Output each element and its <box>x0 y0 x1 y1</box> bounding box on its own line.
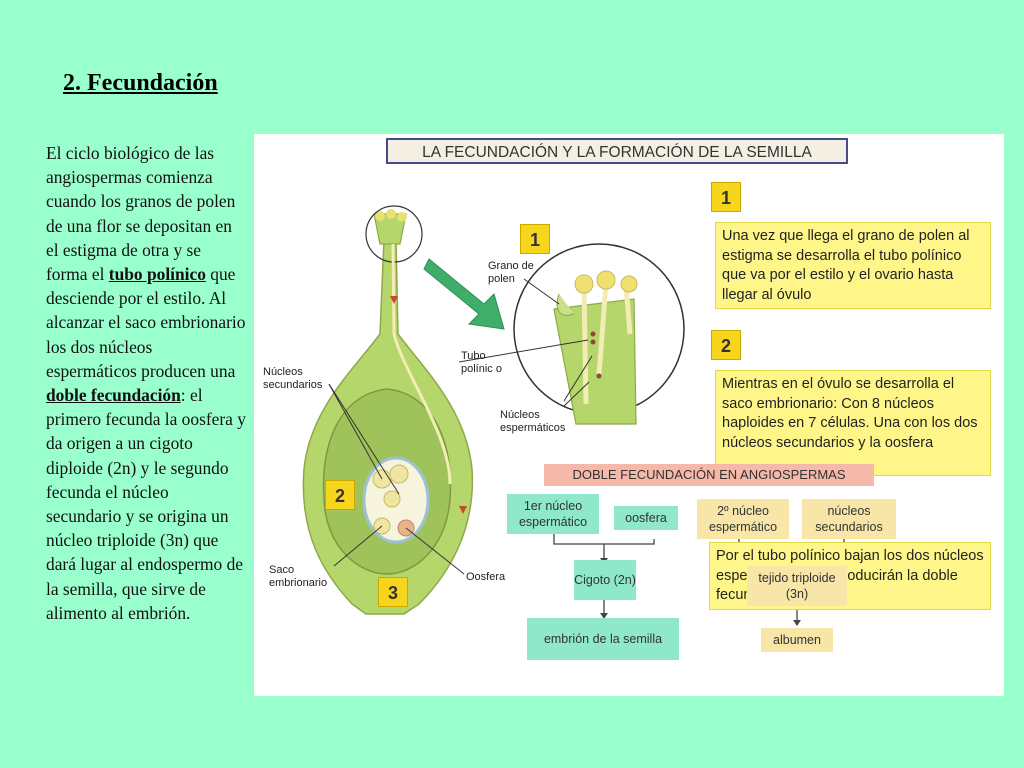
body-paragraph: El ciclo biológico de las angiospermas c… <box>46 141 246 625</box>
step-1-badge-right: 1 <box>711 182 741 212</box>
stigma-shape <box>373 209 407 245</box>
label-tubo-polinico: Tubo polínic o <box>461 350 502 375</box>
flow-oosfera: oosfera <box>614 506 678 530</box>
flow-nucleos-secundarios: núcleos secundarios <box>802 499 896 539</box>
flow-primer-nucleo: 1er núcleo espermático <box>507 494 599 534</box>
figure-title: LA FECUNDACIÓN Y LA FORMACIÓN DE LA SEMI… <box>386 138 848 164</box>
step-3-badge-left: 3 <box>378 577 408 607</box>
term-tubo-polinico: tubo polínico <box>108 264 206 285</box>
page-title: 2. Fecundación <box>63 70 218 96</box>
label-saco-embrionario: Saco embrionario <box>269 564 328 589</box>
zoom-arrow <box>423 258 505 330</box>
label-oosfera: Oosfera <box>466 571 506 583</box>
flow-embrion: embrión de la semilla <box>527 618 679 660</box>
pollen-tube-path <box>391 243 452 485</box>
step-2-badge-right: 2 <box>711 330 741 360</box>
label-nucleos-secundarios: Núcleos secundarios <box>263 366 323 391</box>
text-box-step-1: Una vez que llega el grano de polen al e… <box>715 222 991 309</box>
step-1-badge-left: 1 <box>520 224 550 254</box>
flow-albumen: albumen <box>761 628 833 652</box>
step-2-badge-left: 2 <box>325 480 355 510</box>
paragraph-part-1: El ciclo biológico de las angiospermas c… <box>46 143 236 285</box>
paragraph-part-2: que desciende por el estilo. Al alcanzar… <box>46 264 246 381</box>
fertilization-figure: LA FECUNDACIÓN Y LA FORMACIÓN DE LA SEMI… <box>254 134 1004 696</box>
figure-illustration <box>302 205 845 626</box>
flow-tejido-triploide: tejido triploide (3n) <box>747 566 847 606</box>
flow-segundo-nucleo: 2º núcleo espermático <box>697 499 789 539</box>
doble-fecundacion-header: DOBLE FECUNDACIÓN EN ANGIOSPERMAS <box>544 464 874 486</box>
leader-lines <box>328 278 593 575</box>
label-grano-polen: Grano de polen <box>488 260 534 285</box>
paragraph-part-3: : el primero fecunda la oosfera y da ori… <box>46 385 246 623</box>
term-doble-fecundacion: doble fecundación <box>46 385 181 406</box>
label-nucleos-espermaticos: Núcleos espermáticos <box>500 409 566 434</box>
flow-cigoto: Cigoto (2n) <box>574 560 636 600</box>
text-box-step-2: Mientras en el óvulo se desarrolla el sa… <box>715 370 991 476</box>
